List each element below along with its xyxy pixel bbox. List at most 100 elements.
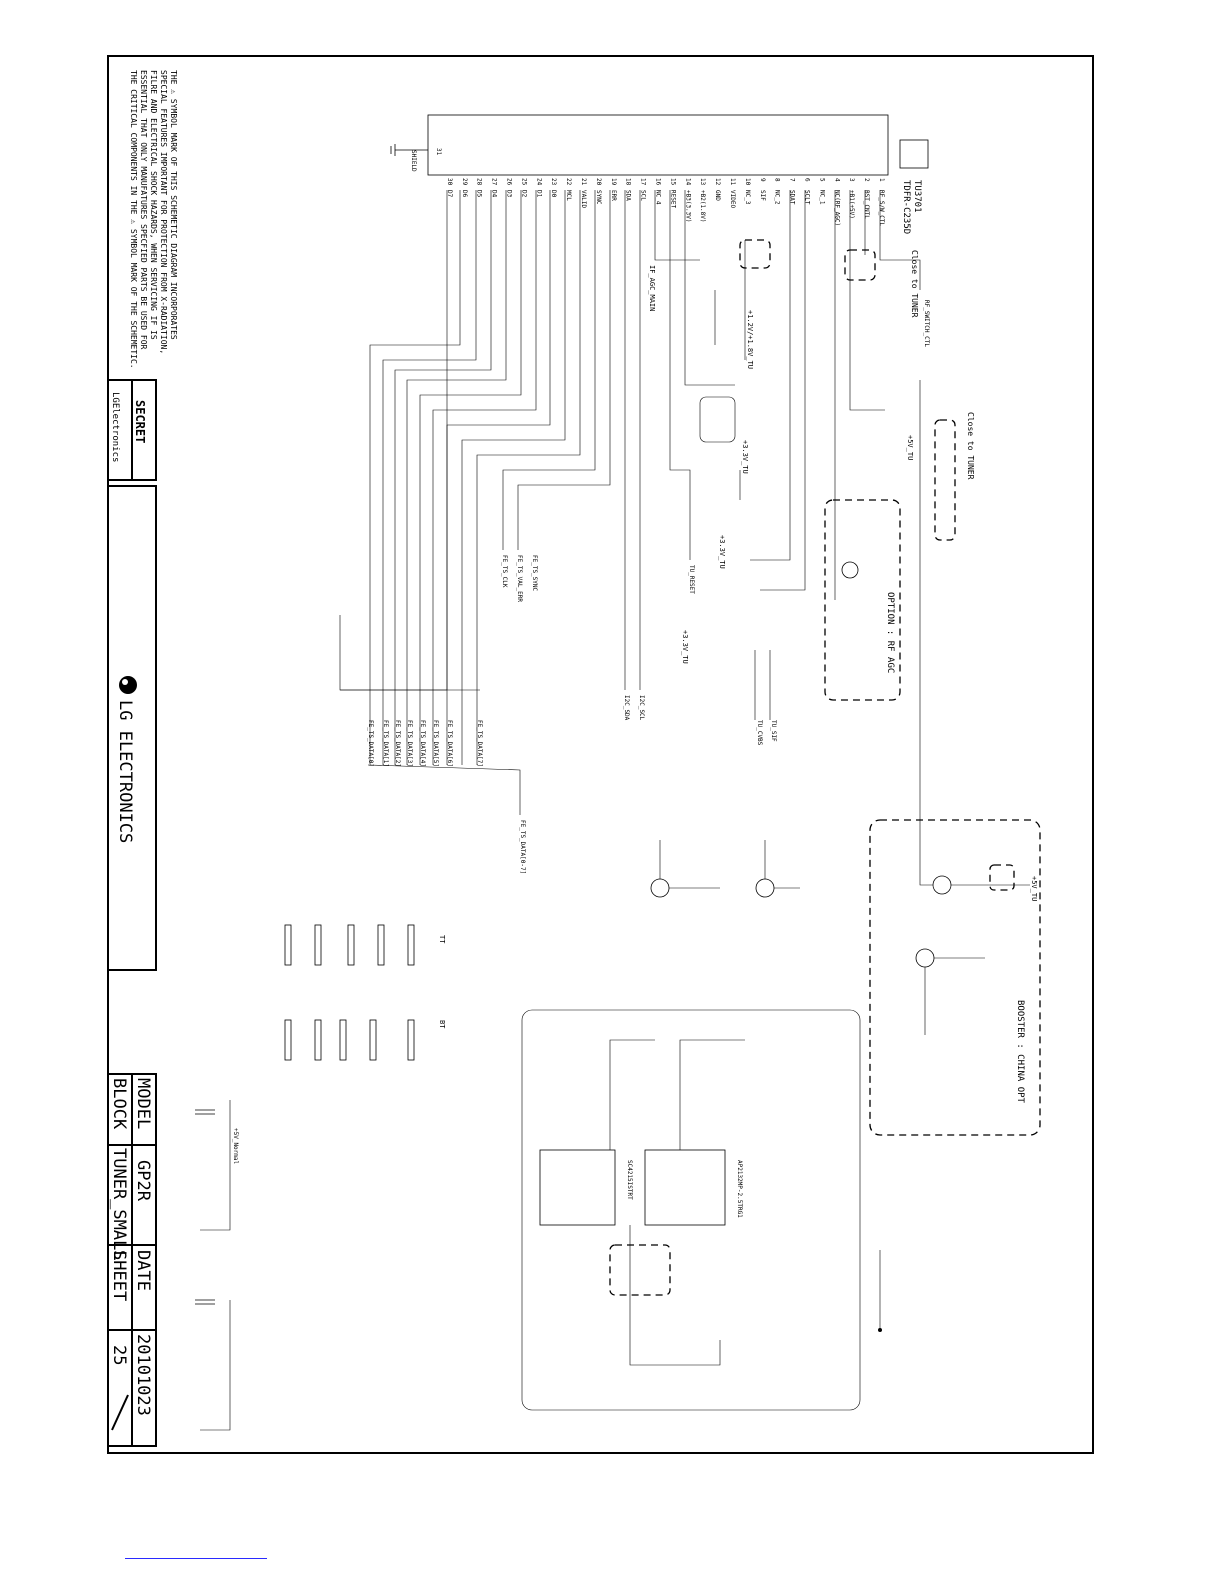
transistor-sif: [755, 878, 775, 898]
tuner-pin-number: 9: [759, 178, 766, 182]
safety-line-2: SPECIAL FEATURES IMPORTANT FOR PROTECTIO…: [159, 70, 168, 354]
tuner-ref: TU3701: [912, 180, 922, 213]
tuner-pin-name: +B3(3.3V): [684, 190, 691, 223]
tuner-shield-name: SHIELD: [410, 150, 417, 172]
block-label: BLOCK: [109, 1078, 129, 1130]
sheet-frame: [107, 55, 1094, 1454]
tuner-pin-number: 17: [640, 178, 647, 186]
tuner-pin-name: MCL: [565, 190, 572, 201]
safety-note: THE ⚠ SYMBOL MARK OF THIS SCHEMETIC DIAG…: [129, 70, 178, 369]
ts-sync-label: FE_TS_SYNC: [531, 555, 538, 592]
tuner-pin-name: D7: [446, 190, 453, 198]
ts-clk-label: FE_TS_CLK: [501, 555, 508, 588]
ts-data-4: FE_TS_DATA[4]: [419, 720, 426, 767]
tuner-pin-name: RF_S/W_CTL: [878, 190, 885, 227]
transistor-agc: [841, 561, 859, 579]
tuner-pin-number: 27: [491, 178, 498, 186]
supply-wires: Close to TUNER Close to TUNER RF_SWITCH_…: [681, 190, 1038, 901]
supply-4: +3.3V_TU: [718, 535, 726, 569]
tuner-pin-number: 29: [461, 178, 468, 186]
tu-cvbs-label: TU_CVBS: [756, 720, 763, 746]
vnormal-label: +5V_Normal: [232, 1128, 239, 1165]
secret-label: SECRET: [133, 400, 147, 443]
ic-regulator-1: [644, 1149, 726, 1226]
close-tuner-box: [934, 419, 956, 541]
close-tuner-2: Close to TUNER: [966, 412, 975, 480]
tuner-pin-number: 6: [804, 178, 811, 182]
tuner-pin-name: NC_4: [655, 190, 662, 205]
tuner-pin-name: VIDEO: [729, 190, 736, 208]
model-label: MODEL: [133, 1078, 153, 1129]
tuner-pin-name: D3: [506, 190, 513, 198]
safety-line-1: THE ⚠ SYMBOL MARK OF THIS SCHEMETIC DIAG…: [169, 70, 178, 340]
ts-data-0: FE_TS_DATA[0]: [367, 720, 374, 767]
tuner-pin-number: 25: [520, 178, 527, 186]
tuner-pin-name: RESET: [669, 190, 676, 208]
tt-label: TT: [438, 935, 446, 944]
ts-val-label: FE_TS_VAL_ERR: [516, 555, 523, 602]
safety-line-4: ESSENTIAL THAT ONLY MANUFATURES SPECFIED…: [139, 70, 148, 350]
ts-labels: FE_TS_DATA[0] FE_TS_DATA[1] FE_TS_DATA[2…: [367, 265, 777, 874]
tuner-pin-name: SYNC: [595, 190, 602, 205]
tuner-pin-name: NC(RF_AGC): [833, 190, 840, 226]
tuner-pin-number: 22: [565, 178, 572, 186]
tuner-pin-number: 4: [833, 178, 840, 182]
tuner-pin-name: D4: [491, 190, 498, 198]
tuner-pin-name: D1: [535, 190, 542, 198]
tuner-tu3701: TU3701 TDFR-C235D 31 SHIELD 1RF_S/W_CTL2…: [390, 114, 929, 234]
ts-data-6: FE_TS_DATA[6]: [446, 720, 453, 767]
if-agc-label: IF_AGC_MAIN: [648, 265, 656, 311]
tuner-pin-name: D0: [550, 190, 557, 198]
tuner-pin-name: +B1(+5V): [848, 190, 855, 219]
decoupling-caps: +5V_Normal: [195, 1100, 239, 1431]
tuner-pin-number: 12: [714, 178, 721, 186]
tuner-pin-number: 13: [699, 178, 706, 186]
sheet-label: SHEET: [109, 1250, 129, 1301]
tuner-pin-number: 5: [818, 178, 825, 182]
tuner-pin-number: 15: [669, 178, 676, 186]
tuner-pin-name: D2: [520, 190, 527, 198]
tuner-pin-number: 2: [863, 178, 870, 182]
tuner-pin-name: SCL: [640, 190, 647, 201]
ts-data-5: FE_TS_DATA[5]: [432, 720, 439, 767]
tuner-pin-number: 3: [848, 178, 855, 182]
supply-2: +3.3V_TU: [741, 440, 749, 474]
safety-line-5: THE CRITICAL COMPONENTS IN THE ⚠ SYMBOL …: [129, 70, 138, 369]
option-rf-agc-label: OPTION : RF AGC: [885, 592, 895, 673]
sheet-value: 25: [109, 1345, 129, 1365]
date-value: 20101023: [133, 1334, 153, 1416]
tuner-pin-number: 30: [446, 178, 453, 186]
tuner-pin-name: SCLT: [804, 190, 811, 205]
tuner-pin-name: D5: [476, 190, 483, 198]
tuner-pin-name: BST_CNTL: [863, 190, 870, 219]
tuner-pin-number: 7: [789, 178, 796, 182]
tuner-body: [427, 114, 889, 176]
brand-box: [107, 485, 157, 971]
footer-link-underline: [125, 1558, 267, 1559]
tuner-pin-number: 20: [595, 178, 602, 186]
tuner-pin-number: 26: [506, 178, 513, 186]
supply-3: +5V_TU: [906, 435, 914, 460]
tuner-pin-name: NC_2: [774, 190, 781, 205]
tuner-pin-name: SDA: [625, 190, 632, 201]
supply-6: +5V_TU: [1030, 876, 1038, 901]
rf-connector: [899, 139, 929, 169]
title-block: SECRET LGElectronics LG ELECTRONICS MODE…: [107, 379, 157, 1447]
tuner-pin-number: 19: [610, 178, 617, 186]
supply-5: +3.3V_TU: [681, 630, 689, 664]
test-points: TT BT: [284, 924, 446, 1061]
ic-2-part: SC4215ISTRT: [626, 1160, 633, 1200]
transistor-cvbs: [650, 878, 670, 898]
tuner-pin-number: 23: [550, 178, 557, 186]
date-label: DATE: [133, 1250, 153, 1291]
tuner-pin-number: 21: [580, 178, 587, 186]
supply-1: +1.2V/+1.8V_TU: [746, 310, 754, 369]
lg-logo: [119, 676, 137, 694]
tuner-pin-name: ERR: [610, 190, 617, 201]
ic-1-part: AP2132MP-2.5TRG1: [736, 1160, 743, 1218]
tuner-pin-number: 11: [729, 178, 736, 186]
tuner-pin-name: NC_3: [744, 190, 751, 205]
booster-label: BOOSTER : CHINA OPT: [1015, 1000, 1025, 1104]
ts-bus-wires: [339, 190, 735, 815]
